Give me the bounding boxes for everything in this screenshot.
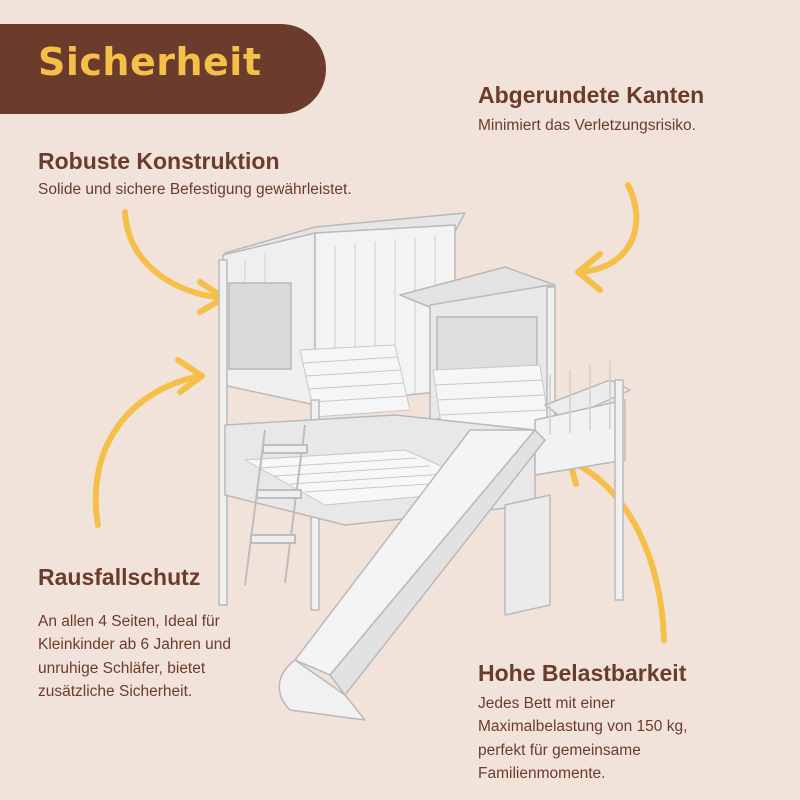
feature-desc-fall: An allen 4 Seiten, Ideal für Kleinkinder… [38, 613, 232, 700]
treehouse-bunk-bed-illustration [218, 212, 631, 721]
feature-title-rounded: Abgerundete Kanten [478, 82, 705, 108]
curved-arrow-icon [92, 357, 205, 528]
feature-desc-load: Jedes Bett mit einer Maximalbelastung vo… [478, 695, 688, 782]
curved-arrow-icon [575, 182, 640, 293]
feature-title-load: Hohe Belastbarkeit [478, 660, 687, 686]
title-banner: Sicherheit [0, 24, 326, 114]
feature-desc-rounded: Minimiert das Verletzungsrisiko. [478, 117, 696, 134]
feature-title-robust: Robuste Konstruktion [38, 148, 280, 174]
banner-title: Sicherheit [38, 40, 262, 84]
feature-title-fall: Rausfallschutz [38, 564, 201, 590]
feature-desc-robust: Solide und sichere Befestigung gewährlei… [38, 181, 352, 198]
